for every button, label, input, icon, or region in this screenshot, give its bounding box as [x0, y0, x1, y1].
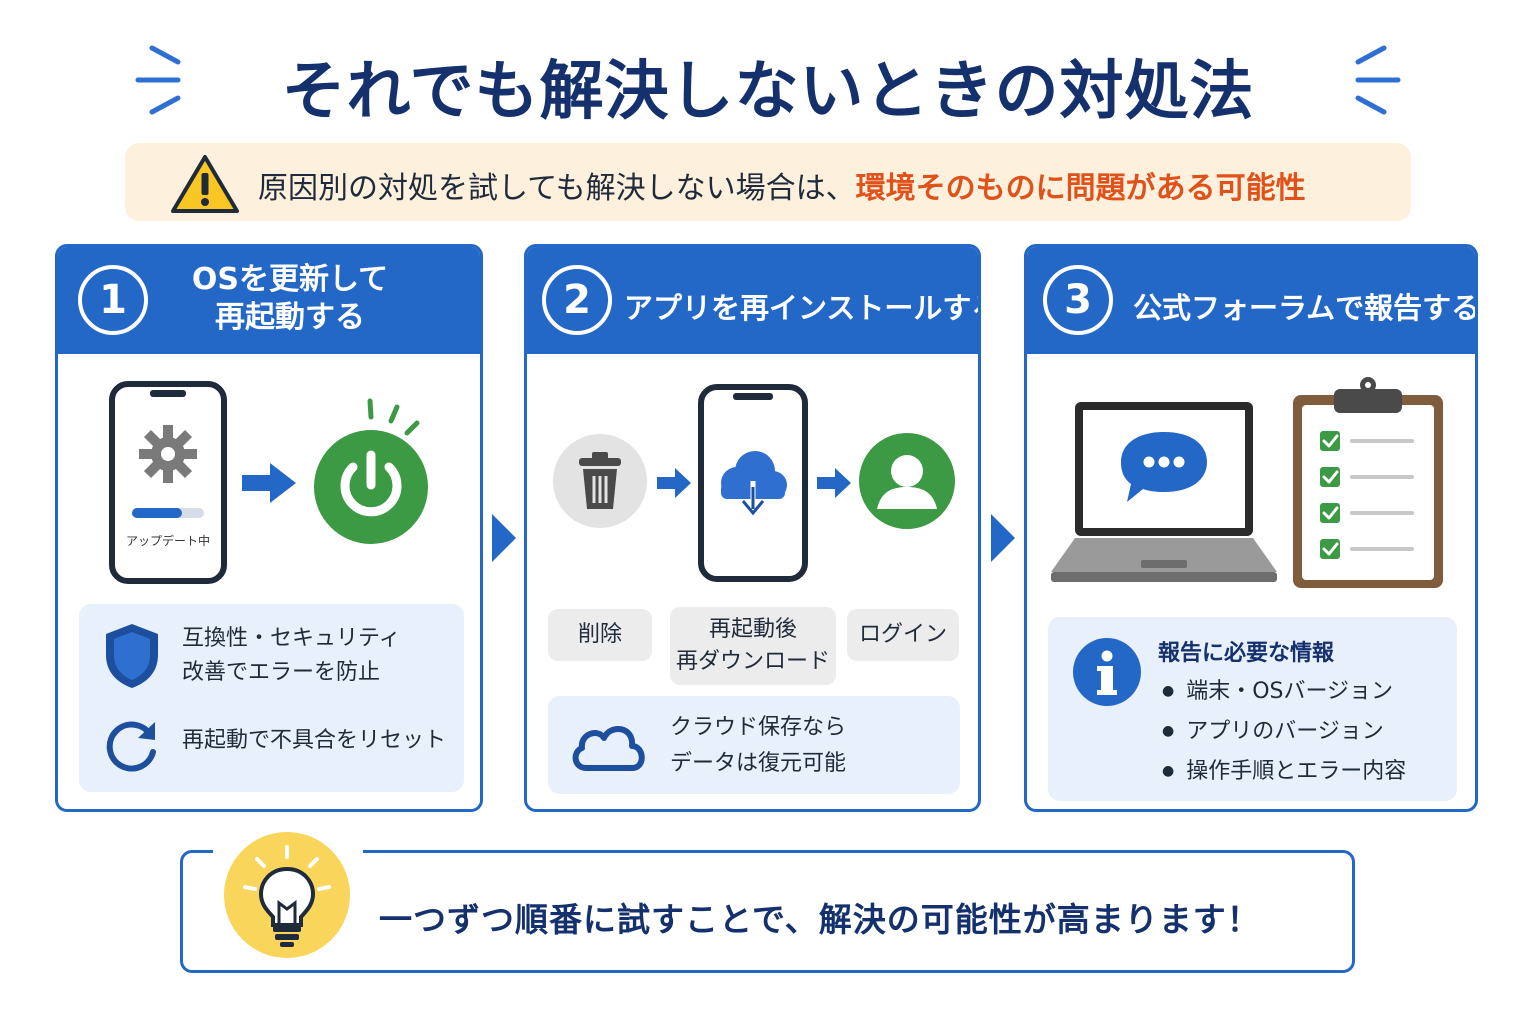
update-screen-label: アップデート中: [126, 534, 211, 548]
report-info-list: 端末・OSバージョン アプリのバージョン 操作手順とエラー内容: [1162, 673, 1406, 793]
notice-text-main: 原因別の対処を試しても解決しない場合は、: [258, 171, 856, 206]
step-card-2-header: 2 アプリを再インストールする: [527, 247, 978, 354]
step-arrow-1-2: [492, 514, 516, 562]
action-login: ログイン: [847, 609, 959, 661]
step-title-2: アプリを再インストールする: [624, 291, 981, 325]
cloud-note-line1: クラウド保存なら: [670, 715, 847, 740]
feature-compatibility-line1: 互換性・セキュリティ: [182, 626, 401, 651]
action-redownload-line2: 再ダウンロード: [675, 649, 830, 674]
notice-banner: 原因別の対処を試しても解決しない場合は、環境そのものに問題がある可能性: [125, 143, 1411, 221]
info-icon: [1073, 638, 1141, 706]
user-icon: [859, 433, 955, 529]
step-title-1-line2: 再起動する: [215, 300, 365, 335]
cloud-icon: [572, 726, 645, 771]
smartphone-download-icon: [698, 384, 808, 582]
trash-icon: [553, 434, 647, 528]
cloud-note-line2: データは復元可能: [670, 751, 847, 776]
step-number-2: 2: [542, 265, 612, 335]
feature-reset: 再起動で不具合をリセット: [182, 728, 447, 753]
arrow-right-icon: [242, 463, 296, 503]
notice-text-highlight: 環境そのものに問題がある可能性: [855, 171, 1306, 206]
cloud-note-panel: クラウド保存なら データは復元可能: [548, 696, 960, 794]
feature-compatibility: 互換性・セキュリティ 改善でエラーを防止: [182, 622, 401, 690]
step-card-3: 3 公式フォーラムで報告する: [1024, 244, 1478, 812]
arrow-right-icon: [657, 468, 691, 498]
laptop-chat-icon: [1051, 402, 1277, 582]
tip-banner: 一つずつ順番に試すことで、解決の可能性が高まります！: [180, 832, 1355, 973]
refresh-icon: [106, 721, 156, 772]
step-card-3-header: 3 公式フォーラムで報告する: [1027, 247, 1475, 354]
page-title: それでも解決しないときの対処法: [281, 55, 1255, 129]
power-button-icon: [314, 398, 428, 544]
report-info-item: 操作手順とエラー内容: [1162, 753, 1406, 793]
step-number-3: 3: [1043, 265, 1113, 335]
step-1-benefits-panel: 互換性・セキュリティ 改善でエラーを防止 再起動で不具合をリセット: [79, 604, 464, 792]
step-arrow-2-3: [991, 514, 1015, 562]
sparkle-lines-left-icon: [135, 45, 181, 115]
step-title-1-line1: OSを更新して: [191, 262, 389, 297]
action-delete: 削除: [548, 609, 652, 661]
clipboard-checklist-icon: [1293, 377, 1443, 588]
report-info-item: アプリのバージョン: [1162, 713, 1406, 753]
sparkle-lines-right-icon: [1355, 45, 1401, 115]
notice-text: 原因別の対処を試しても解決しない場合は、環境そのものに問題がある可能性: [258, 163, 1306, 207]
report-info-panel: 報告に必要な情報 端末・OSバージョン アプリのバージョン 操作手順とエラー内容: [1048, 617, 1457, 801]
action-redownload-line1: 再起動後: [708, 617, 797, 642]
step-title-1: OSを更新して 再起動する: [160, 261, 420, 337]
arrow-right-icon: [817, 468, 851, 498]
cloud-note-text: クラウド保存なら データは復元可能: [670, 710, 846, 782]
step-title-3: 公式フォーラムで報告する: [1133, 291, 1478, 325]
step-number-1: 1: [78, 265, 148, 335]
action-redownload: 再起動後 再ダウンロード: [670, 607, 836, 685]
warning-icon: [171, 155, 239, 213]
smartphone-update-icon: [109, 381, 227, 584]
step-card-1: 1 OSを更新して 再起動する アップデート中: [55, 244, 483, 812]
step-card-2: 2 アプリを再インストールする 削除 再起動後 再ダウンロード ログイン: [524, 244, 981, 812]
lightbulb-icon: [224, 832, 350, 958]
tip-text: 一つずつ順番に試すことで、解決の可能性が高まります！: [379, 900, 1261, 939]
report-info-item: 端末・OSバージョン: [1162, 673, 1406, 713]
step-card-1-header: 1 OSを更新して 再起動する: [58, 247, 480, 354]
feature-compatibility-line2: 改善でエラーを防止: [182, 660, 381, 685]
report-info-title: 報告に必要な情報: [1158, 641, 1335, 666]
shield-icon: [106, 624, 158, 688]
